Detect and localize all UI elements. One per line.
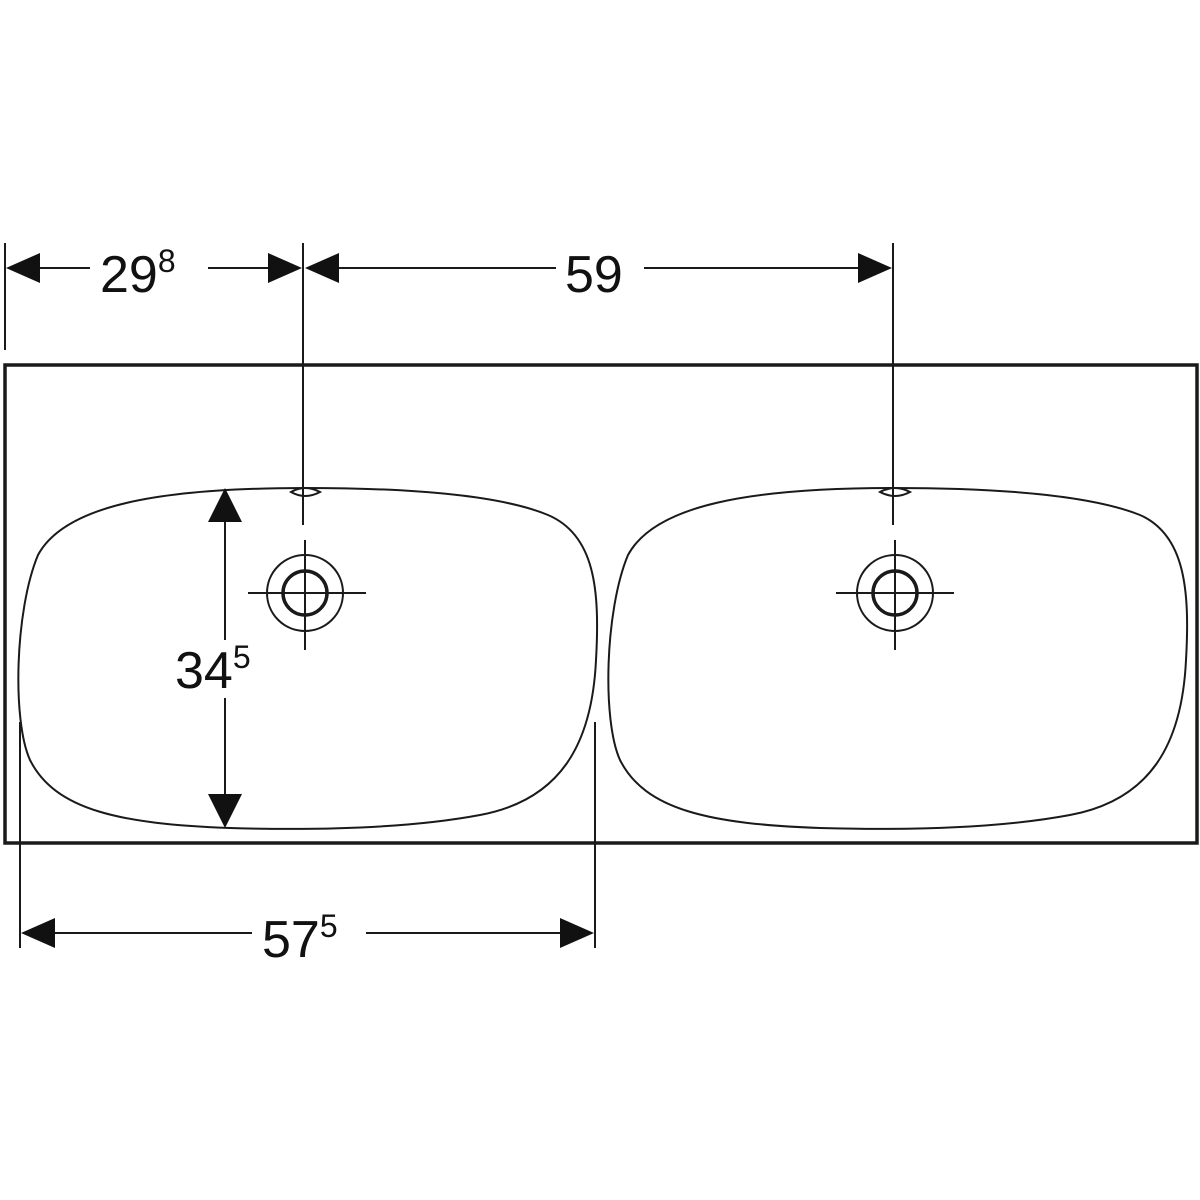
countertop-outline	[3, 363, 1199, 845]
dimension-tap-offset: 298	[6, 243, 302, 304]
dimension-bowl-depth: 345	[175, 488, 251, 828]
tap-spacing-value: 59	[565, 246, 623, 304]
tap-offset-value: 29	[100, 246, 158, 304]
tap-offset-superscript: 8	[158, 243, 176, 279]
svg-text:298: 298	[100, 243, 176, 304]
bowl-width-superscript: 5	[320, 908, 338, 944]
left-drain	[248, 540, 366, 650]
dimension-bowl-width: 575	[21, 908, 594, 969]
right-bowl-outline	[607, 486, 1189, 830]
svg-text:345: 345	[175, 639, 251, 700]
bowl-depth-superscript: 5	[233, 639, 251, 675]
bowl-depth-value: 34	[175, 642, 233, 700]
dimension-tap-spacing: 59	[305, 246, 892, 304]
right-drain	[836, 540, 954, 650]
left-overflow-slot	[288, 487, 323, 497]
left-bowl-outline	[17, 486, 599, 830]
right-overflow-slot	[877, 487, 913, 497]
svg-text:575: 575	[262, 908, 338, 969]
bowl-width-value: 57	[262, 911, 320, 969]
